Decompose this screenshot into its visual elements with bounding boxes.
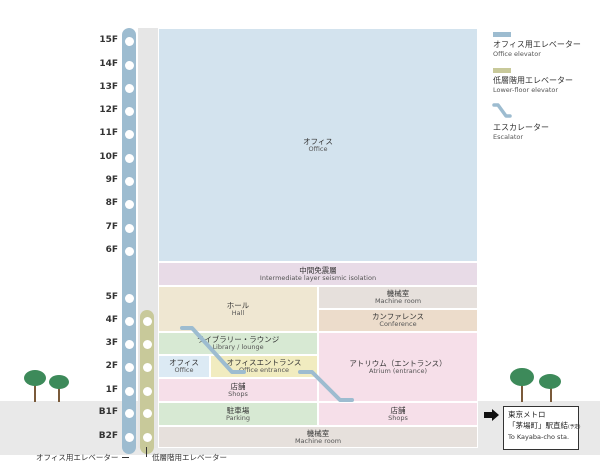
room-machine5-jp: 機械室 bbox=[386, 289, 410, 299]
room-hall: ホール Hall bbox=[158, 286, 318, 332]
room-library: ライブラリー・ラウンジ Library / lounge bbox=[158, 332, 318, 355]
office-elevator-stop bbox=[124, 176, 134, 186]
floor-label: 5F bbox=[105, 292, 118, 302]
room-shops1-en: Shops bbox=[228, 389, 248, 398]
office-elevator-stop bbox=[124, 432, 134, 442]
station-line2-note: (予定) bbox=[568, 425, 581, 430]
room-parking-jp: 駐車場 bbox=[226, 405, 250, 415]
floor-label: 8F bbox=[105, 198, 118, 208]
room-seismic-en: Intermediate layer seismic isolation bbox=[259, 273, 377, 282]
office-elevator-stop bbox=[124, 293, 134, 303]
room-shops-b1-jp: 店舗 bbox=[390, 405, 406, 415]
lower-elevator-stop bbox=[142, 408, 152, 418]
lower-elevator-stop bbox=[142, 386, 152, 396]
lower-elevator-stop bbox=[142, 339, 152, 349]
escalator-lower bbox=[298, 370, 354, 402]
room-entrance-jp: オフィスエントランス bbox=[226, 358, 302, 368]
floor-label: 6F bbox=[105, 245, 118, 255]
floor-label: 3F bbox=[105, 338, 118, 348]
office-elevator-stop bbox=[124, 153, 134, 163]
lower-elevator-pointer bbox=[146, 447, 147, 457]
office-elevator-stop bbox=[124, 386, 134, 396]
office-elevator-stop bbox=[124, 83, 134, 93]
station-line2: 「茅場町」駅直結 bbox=[508, 421, 568, 430]
room-machine5-en: Machine room bbox=[374, 297, 422, 306]
legend-office-elevator: オフィス用エレベーター Office elevator bbox=[493, 40, 581, 58]
legend-lower-elevator: 低層階用エレベーター Lower-floor elevator bbox=[493, 76, 573, 94]
room-hall-jp: ホール bbox=[226, 300, 250, 310]
office-elevator-pointer bbox=[122, 457, 129, 458]
room-conference: カンファレンス Conference bbox=[318, 309, 478, 332]
room-library-jp: ライブラリー・ラウンジ bbox=[196, 335, 280, 345]
legend-swatch-lower-elevator bbox=[493, 68, 511, 73]
office-elevator-stop bbox=[124, 199, 134, 209]
lower-elevator-stop bbox=[142, 316, 152, 326]
room-office2-jp: オフィス bbox=[169, 358, 199, 368]
office-elevator-stop bbox=[124, 60, 134, 70]
office-elevator-stop bbox=[124, 316, 134, 326]
station-line3: To Kayaba-cho sta. bbox=[508, 433, 570, 441]
office-elevator-stop bbox=[124, 223, 134, 233]
office-elevator-stop bbox=[124, 408, 134, 418]
room-library-en: Library / lounge bbox=[212, 343, 264, 352]
room-parking: 駐車場 Parking bbox=[158, 402, 318, 426]
lower-elevator-stop bbox=[142, 432, 152, 442]
floor-label: 13F bbox=[99, 82, 118, 92]
floor-label: 12F bbox=[99, 105, 118, 115]
legend-swatch-office-elevator bbox=[493, 32, 511, 37]
office-elevator-stop bbox=[124, 36, 134, 46]
arrow-right-icon bbox=[484, 409, 499, 421]
room-conference-jp: カンファレンス bbox=[371, 312, 425, 322]
office-elevator-stop bbox=[124, 246, 134, 256]
room-shops-1f: 店舗 Shops bbox=[158, 378, 318, 402]
lower-elevator-bottom-label: 低層階用エレベーター bbox=[152, 453, 227, 462]
office-elevator-bottom-label: オフィス用エレベーター bbox=[36, 453, 119, 462]
floor-label: 10F bbox=[99, 152, 118, 162]
room-machine-b2-jp: 機械室 bbox=[306, 428, 330, 438]
station-info-box: 東京メトロ 「茅場町」駅直結(予定) To Kayaba-cho sta. bbox=[503, 406, 581, 450]
room-atrium-en: Atrium (entrance) bbox=[369, 366, 427, 375]
floor-label: 7F bbox=[105, 222, 118, 232]
room-shops1-jp: 店舗 bbox=[230, 381, 246, 391]
room-office2-en: Office bbox=[174, 366, 194, 375]
floor-label: B1F bbox=[98, 407, 118, 417]
floor-label: 11F bbox=[99, 128, 118, 138]
floor-label: 2F bbox=[105, 361, 118, 371]
legend-escalator-icon bbox=[492, 103, 512, 118]
room-atrium-jp: アトリウム（エントランス） bbox=[349, 358, 447, 368]
floor-label: 1F bbox=[105, 385, 118, 395]
legend-escalator: エスカレーター Escalator bbox=[493, 123, 549, 141]
room-conference-en: Conference bbox=[379, 320, 417, 329]
room-office-jp: オフィス bbox=[303, 136, 333, 146]
office-elevator-stop bbox=[124, 129, 134, 139]
room-seismic-jp: 中間免震層 bbox=[299, 265, 337, 275]
room-shops-b1-en: Shops bbox=[388, 413, 408, 422]
room-atrium: アトリウム（エントランス） Atrium (entrance) bbox=[318, 332, 478, 402]
floor-label: 14F bbox=[99, 59, 118, 69]
office-elevator-stop bbox=[124, 106, 134, 116]
room-machine-5f: 機械室 Machine room bbox=[318, 286, 478, 309]
office-elevator-stop bbox=[124, 339, 134, 349]
room-machine-b2-en: Machine room bbox=[294, 436, 342, 445]
room-office-2f: オフィス Office bbox=[158, 355, 210, 378]
room-hall-en: Hall bbox=[231, 308, 245, 317]
room-shops-b1f: 店舗 Shops bbox=[318, 402, 478, 426]
escalator-upper bbox=[180, 326, 246, 374]
room-machine-b2f: 機械室 Machine room bbox=[158, 426, 478, 448]
room-parking-en: Parking bbox=[225, 413, 251, 422]
room-seismic-isolation: 中間免震層 Intermediate layer seismic isolati… bbox=[158, 262, 478, 286]
floor-label: 15F bbox=[99, 35, 118, 45]
station-line1: 東京メトロ bbox=[508, 410, 546, 419]
room-office-en: Office bbox=[308, 144, 328, 153]
office-elevator-stop bbox=[124, 362, 134, 372]
room-office: オフィス Office bbox=[158, 28, 478, 262]
floor-label: 9F bbox=[105, 175, 118, 185]
lower-elevator-stop bbox=[142, 362, 152, 372]
room-entrance-en: Office entrance bbox=[238, 366, 290, 375]
floor-label: B2F bbox=[98, 431, 118, 441]
floor-label: 4F bbox=[105, 315, 118, 325]
